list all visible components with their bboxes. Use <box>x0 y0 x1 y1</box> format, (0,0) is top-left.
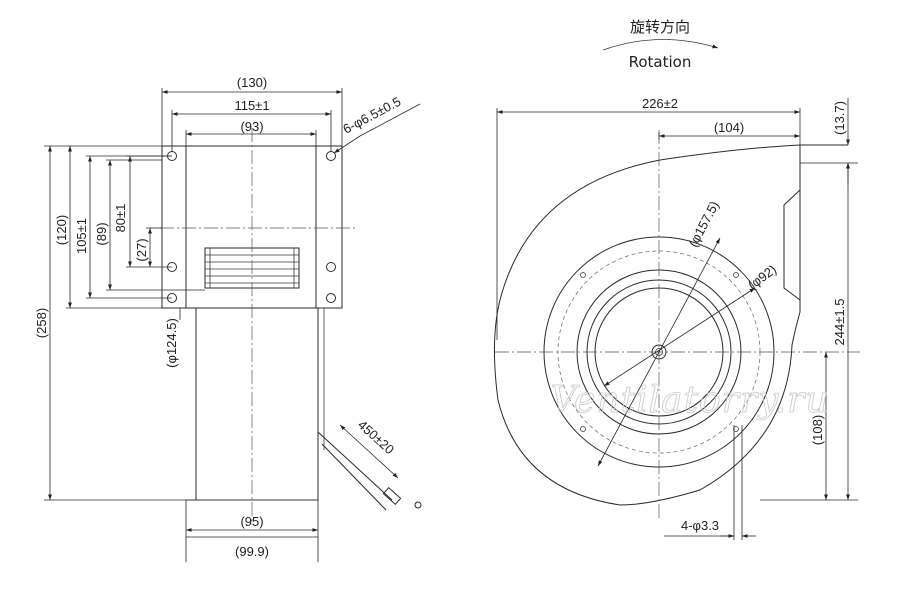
rotation-label-zh: 旋转方向 <box>630 18 690 36</box>
front-mounting-holes <box>580 272 739 432</box>
dim-overall-width: 226±2 <box>642 96 678 111</box>
front-right-dims: (13.7) 244±1.5 (108) <box>760 98 858 501</box>
dim-body-width: (93) <box>240 119 263 134</box>
dim-inlet-height: (89) <box>94 222 109 245</box>
dim-front-hole-spec: 4-φ3.3 <box>681 518 719 533</box>
side-bottom-dims: (95) (99.9) <box>185 500 319 562</box>
dim-base-width: (99.9) <box>235 544 269 559</box>
dim-holes-spacing: 115±1 <box>234 98 269 113</box>
rotation-caption: 旋转方向 Rotation <box>602 18 719 71</box>
dim-hole-v-inner: 80±1 <box>113 204 128 233</box>
dia-92-line <box>603 287 756 387</box>
outlet-flange <box>783 144 848 312</box>
cable-length-dim: 450±20 <box>339 417 399 479</box>
mounting-holes <box>167 151 336 303</box>
dim-half-width: (104) <box>714 120 744 135</box>
dim-width-overall: (130) <box>237 75 267 90</box>
side-left-dims: (258) (120) 105±1 (89) 80±1 (27) (φ124.5… <box>34 145 205 501</box>
dim-motor-width: (95) <box>240 514 263 529</box>
front-top-dims: 226±2 (104) <box>496 96 801 340</box>
dim-outlet-top: (13.7) <box>832 101 847 135</box>
dim-hole-spec: 6-φ6.5±0.5 <box>340 94 403 137</box>
power-cable <box>317 431 422 511</box>
dim-outer-dia: (φ157.5) <box>685 199 722 250</box>
side-top-dims: (130) 115±1 (93) 6-φ6.5±0.5 <box>161 75 421 154</box>
front-view: (φ157.5) (φ92) 226±2 (104) (13.7) 244±1.… <box>493 96 860 540</box>
front-bottom-dims: 4-φ3.3 <box>664 425 756 540</box>
dim-motor-dia: (φ124.5) <box>164 318 179 368</box>
motor-body <box>195 307 319 501</box>
dim-lower: (108) <box>810 415 825 445</box>
watermark: Ventilatorry.ru <box>550 380 829 421</box>
dim-hole-v-outer: 105±1 <box>74 218 89 254</box>
dim-total-height: (258) <box>34 308 49 338</box>
dim-inlet-dia: (φ92) <box>745 262 779 293</box>
dim-offset: (27) <box>134 238 149 261</box>
dim-flange-height: (120) <box>54 215 69 245</box>
volute-housing <box>493 144 801 506</box>
rotation-arrow <box>602 39 719 51</box>
rotation-label-en: Rotation <box>629 53 692 71</box>
side-view: (130) 115±1 (93) 6-φ6.5±0.5 (258) (120) <box>34 75 422 562</box>
dim-cable-length: 450±20 <box>355 417 397 457</box>
dim-height: 244±1.5 <box>832 299 847 346</box>
